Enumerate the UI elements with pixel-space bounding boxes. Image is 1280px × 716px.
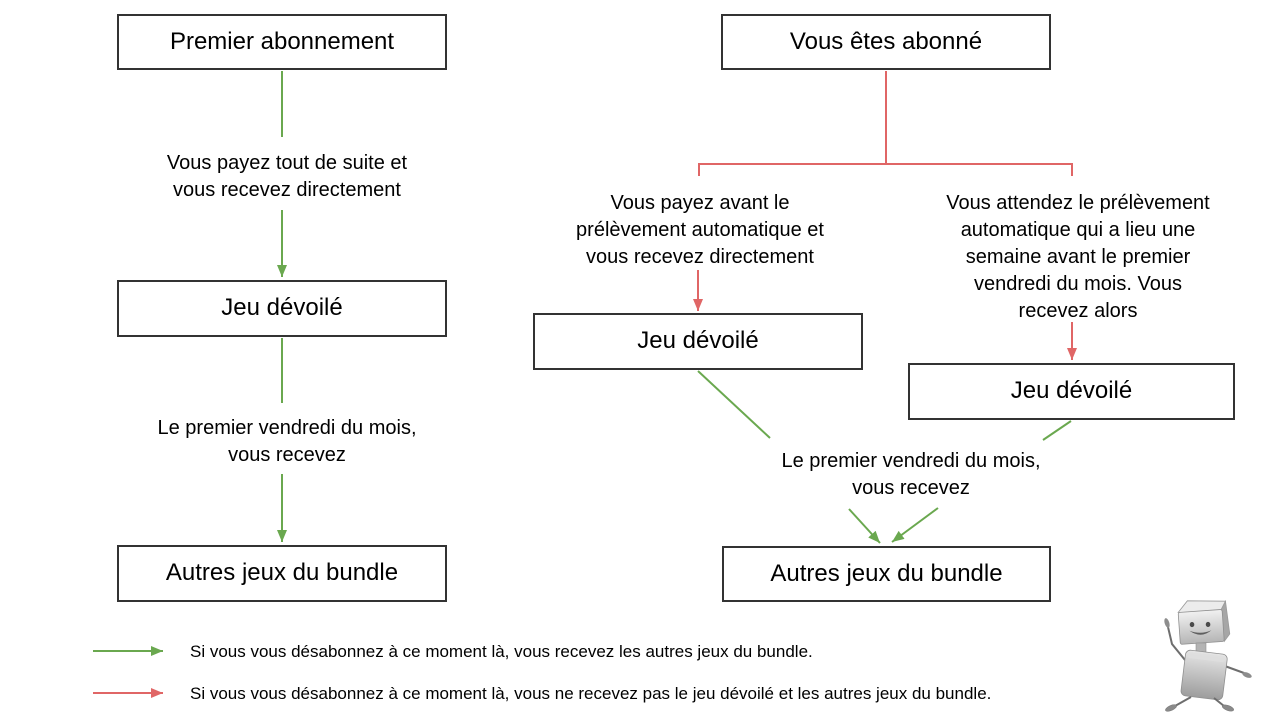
robot-body bbox=[1180, 649, 1228, 701]
edge-jeu-devoile-2-to-merge bbox=[697, 370, 771, 439]
node-jeu-devoile-1: Jeu dévoilé bbox=[117, 280, 447, 337]
legend-red-text: Si vous vous désabonnez à ce moment là, … bbox=[190, 684, 992, 703]
label-payez-tout-de-suite: Vous payez tout de suite et vous recevez… bbox=[166, 152, 408, 201]
red-connectors bbox=[93, 71, 1077, 698]
robot-head bbox=[1177, 599, 1231, 645]
label-payez-avant-prelevement: Vous payez avant le prélèvement automati… bbox=[576, 192, 824, 268]
node-jeu-devoile-2: Jeu dévoilé bbox=[533, 313, 863, 370]
robot-legs bbox=[1165, 696, 1234, 712]
green-connectors bbox=[93, 71, 1072, 656]
robot-left-arm bbox=[1164, 618, 1186, 661]
robot-smile bbox=[1189, 630, 1212, 635]
label-premier-vendredi-1: Le premier vendredi du mois, vous receve… bbox=[157, 417, 417, 466]
split-bracket bbox=[698, 163, 1073, 176]
node-autres-jeux-2: Autres jeux du bundle bbox=[722, 546, 1051, 602]
node-jeu-devoile-3: Jeu dévoilé bbox=[908, 363, 1235, 420]
arrow-merge-right-to-autres-jeux-2 bbox=[891, 507, 939, 543]
node-autres-jeux-1: Autres jeux du bundle bbox=[117, 545, 447, 602]
label-attendez-prelevement: Vous attendez le prélèvement automatique… bbox=[946, 192, 1210, 322]
edge-jeu-devoile-3-to-merge bbox=[1042, 420, 1072, 441]
arrow-merge-left-to-autres-jeux-2 bbox=[848, 508, 881, 544]
label-premier-vendredi-2: Le premier vendredi du mois, vous receve… bbox=[781, 450, 1041, 499]
robot-eye-left bbox=[1189, 621, 1195, 628]
legend-green-text: Si vous vous désabonnez à ce moment là, … bbox=[190, 642, 813, 661]
node-vous-etes-abonne: Vous êtes abonné bbox=[721, 14, 1051, 70]
robot-eye-right bbox=[1205, 621, 1211, 628]
node-premier-abonnement: Premier abonnement bbox=[117, 14, 447, 70]
robot-mascot bbox=[1164, 599, 1252, 712]
